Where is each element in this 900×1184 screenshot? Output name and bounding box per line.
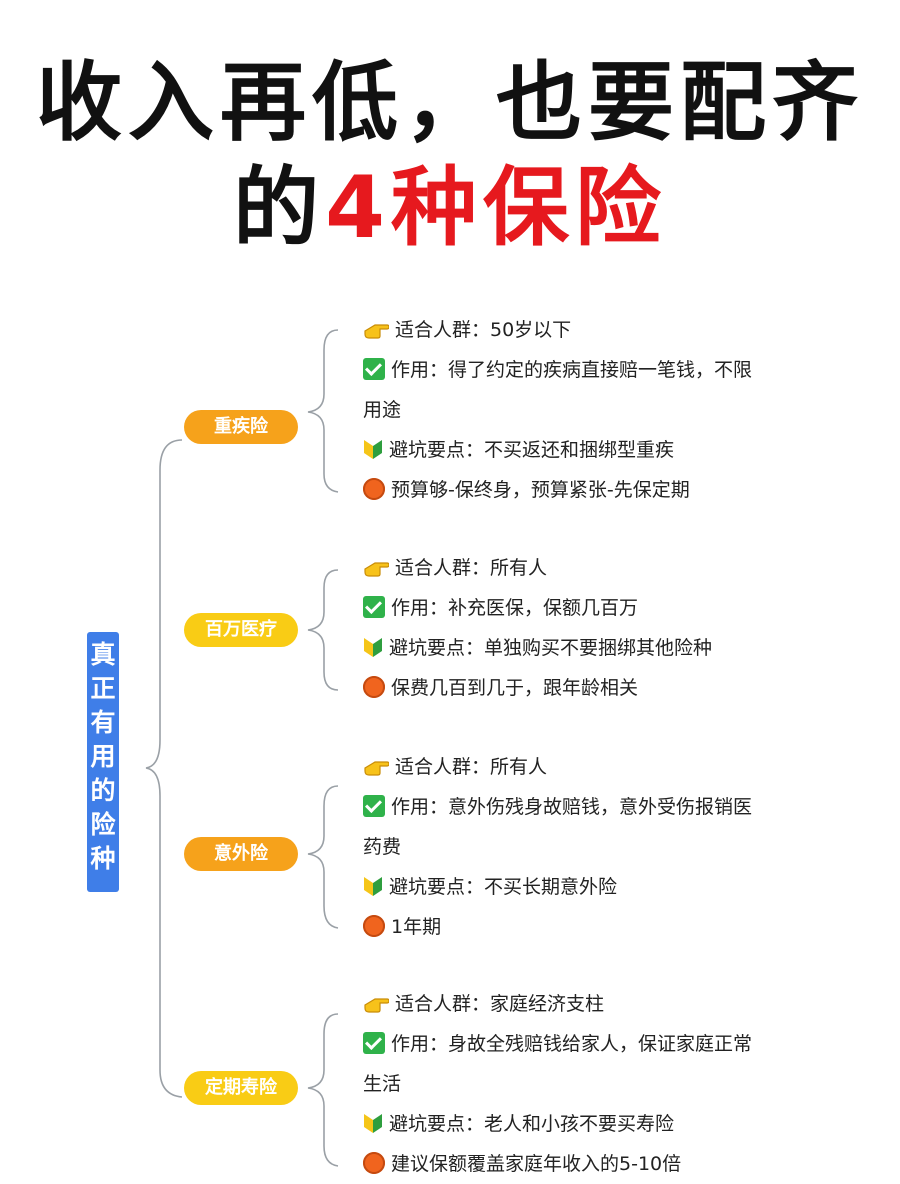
branch-term-life: 定期寿险 [184, 1071, 298, 1105]
root-char: 用 [90, 742, 116, 771]
list-item: 适合人群：50岁以下 [363, 310, 752, 350]
list-item: 作用：意外伤残身故赔钱，意外受伤报销医 [363, 787, 752, 827]
list-item: 建议保额覆盖家庭年收入的5-10倍 [363, 1144, 752, 1184]
check-mark-icon [363, 596, 385, 618]
list-item: 作用：得了约定的疾病直接赔一笔钱，不限 [363, 350, 752, 390]
root-bracket [145, 439, 183, 1098]
leaf-text: 药费 [363, 836, 402, 858]
root-char: 有 [90, 708, 116, 737]
pointing-hand-icon [363, 314, 390, 339]
leaf-text: 1年期 [391, 916, 442, 938]
bracket-3 [307, 785, 339, 929]
orange-circle-icon [363, 1152, 385, 1174]
leaf-text: 建议保额覆盖家庭年收入的5-10倍 [391, 1153, 682, 1175]
check-mark-icon [363, 358, 385, 380]
list-item: 作用：身故全残赔钱给家人，保证家庭正常 [363, 1024, 752, 1064]
leaf-text: 生活 [363, 1073, 402, 1095]
list-item: 避坑要点：单独购买不要捆绑其他险种 [363, 628, 712, 668]
list-item: 适合人群：所有人 [363, 747, 752, 787]
leaf-text: 避坑要点：不买返还和捆绑型重疾 [389, 439, 675, 461]
orange-circle-icon [363, 676, 385, 698]
root-char: 的 [90, 776, 116, 805]
list-item: 避坑要点：不买长期意外险 [363, 867, 752, 907]
leaf-group-million-medical: 适合人群：所有人 作用：补充医保，保额几百万 避坑要点：单独购买不要捆绑其他险种… [363, 548, 712, 708]
leaf-text: 适合人群：所有人 [395, 756, 548, 778]
branch-million-medical: 百万医疗 [184, 613, 298, 647]
title-line-2: 的4种保险 [0, 165, 900, 251]
check-mark-icon [363, 795, 385, 817]
list-item-continuation: 药费 [363, 827, 752, 867]
leaf-text: 保费几百到几于，跟年龄相关 [391, 677, 639, 699]
list-item: 避坑要点：老人和小孩不要买寿险 [363, 1104, 752, 1144]
list-item: 避坑要点：不买返还和捆绑型重疾 [363, 430, 752, 470]
pointing-hand-icon [363, 552, 390, 577]
leaf-text: 用途 [363, 399, 402, 421]
leaf-group-accident: 适合人群：所有人 作用：意外伤残身故赔钱，意外受伤报销医 药费 避坑要点：不买长… [363, 747, 752, 947]
leaf-group-term-life: 适合人群：家庭经济支柱 作用：身故全残赔钱给家人，保证家庭正常 生活 避坑要点：… [363, 984, 752, 1184]
leaf-text: 作用：意外伤残身故赔钱，意外受伤报销医 [391, 796, 753, 818]
beginner-shield-icon [363, 871, 383, 896]
list-item: 保费几百到几于，跟年龄相关 [363, 668, 712, 708]
leaf-text: 作用：身故全残赔钱给家人，保证家庭正常 [391, 1033, 753, 1055]
leaf-text: 适合人群：所有人 [395, 557, 548, 579]
list-item-continuation: 生活 [363, 1064, 752, 1104]
beginner-shield-icon [363, 1108, 383, 1133]
list-item: 适合人群：所有人 [363, 548, 712, 588]
bracket-1 [307, 329, 339, 493]
leaf-text: 适合人群：50岁以下 [395, 319, 572, 341]
leaf-text: 作用：得了约定的疾病直接赔一笔钱，不限 [391, 359, 753, 381]
leaf-text: 适合人群：家庭经济支柱 [395, 993, 605, 1015]
title-accent: 4种保险 [325, 158, 667, 258]
orange-circle-icon [363, 915, 385, 937]
orange-circle-icon [363, 478, 385, 500]
beginner-shield-icon [363, 434, 383, 459]
bracket-4 [307, 1013, 339, 1167]
beginner-shield-icon [363, 632, 383, 657]
root-char: 真 [90, 640, 116, 669]
list-item-continuation: 用途 [363, 390, 752, 430]
leaf-group-critical-illness: 适合人群：50岁以下 作用：得了约定的疾病直接赔一笔钱，不限 用途 避坑要点：不… [363, 310, 752, 510]
leaf-text: 预算够-保终身，预算紧张-先保定期 [391, 479, 690, 501]
leaf-text: 避坑要点：单独购买不要捆绑其他险种 [389, 637, 713, 659]
bracket-2 [307, 569, 339, 691]
list-item: 作用：补充医保，保额几百万 [363, 588, 712, 628]
branch-accident: 意外险 [184, 837, 298, 871]
root-node: 真 正 有 用 的 险 种 [87, 632, 119, 892]
root-char: 正 [90, 674, 116, 703]
leaf-text: 避坑要点：老人和小孩不要买寿险 [389, 1113, 675, 1135]
title-line-1: 收入再低，也要配齐 [36, 53, 864, 153]
title-prefix: 的 [233, 158, 326, 258]
branch-critical-illness: 重疾险 [184, 410, 298, 444]
check-mark-icon [363, 1032, 385, 1054]
list-item: 适合人群：家庭经济支柱 [363, 984, 752, 1024]
root-char: 种 [90, 844, 116, 873]
pointing-hand-icon [363, 988, 390, 1013]
pointing-hand-icon [363, 751, 390, 776]
leaf-text: 避坑要点：不买长期意外险 [389, 876, 618, 898]
leaf-text: 作用：补充医保，保额几百万 [391, 597, 639, 619]
list-item: 1年期 [363, 907, 752, 947]
root-char: 险 [90, 810, 116, 839]
list-item: 预算够-保终身，预算紧张-先保定期 [363, 470, 752, 510]
